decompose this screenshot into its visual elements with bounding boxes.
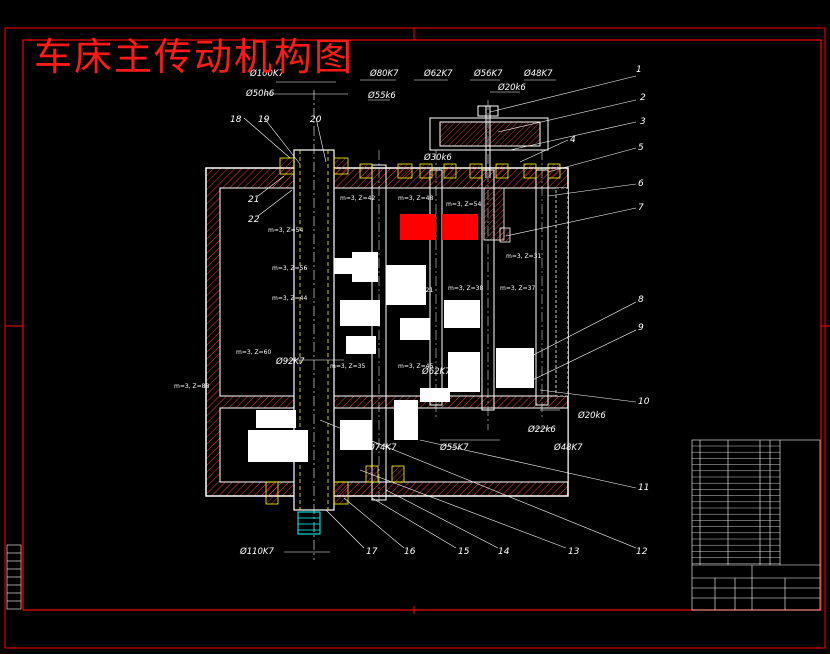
part-number: 17 (366, 547, 378, 557)
gear-label: m=3, Z=54 (268, 227, 303, 234)
gear-label: m=3, Z=42 (340, 195, 375, 202)
dim-d48k7: Ø48K7 (523, 68, 553, 79)
dim-d110k7: Ø110K7 (239, 546, 274, 557)
part-number: 3 (640, 117, 646, 127)
gear-labels: m=3, Z=42 m=3, Z=48 m=3, Z=54 m=3, Z=54 … (174, 195, 541, 390)
dim-d30k6: Ø30k6 (423, 152, 452, 163)
dim-d48k7-low: Ø48K7 (553, 442, 583, 453)
gear-label: m=3, Z=60 (236, 349, 271, 356)
part-number: 13 (568, 547, 580, 557)
left-edge-table (6, 544, 22, 610)
part-number: 18 (230, 115, 242, 125)
part-number: 7 (638, 203, 644, 213)
dim-d20k6-right: Ø20k6 (577, 410, 606, 421)
gear-label: m=3, Z=35 (330, 363, 365, 370)
gear-label: m=3, Z=88 (174, 383, 209, 390)
gear-label: m=3, Z=44 (272, 295, 307, 302)
gear-label: m=3, Z=56 (272, 265, 307, 272)
part-number: 12 (636, 547, 648, 557)
drawing-title: 车床主传动机构图 (34, 35, 355, 79)
gear-label: m=3, Z=38 (448, 285, 483, 292)
dim-d62k7-mid: Ø62K7 (421, 366, 451, 377)
part-number: 22 (248, 215, 260, 225)
dimension-lines (264, 79, 560, 553)
inner-border (22, 39, 822, 611)
part-number: 10 (638, 397, 650, 407)
part-number: 2 (640, 93, 646, 103)
dimension-labels: Ø100K7 Ø50h6 Ø80K7 Ø55k6 Ø62K7 Ø56K7 Ø48… (239, 68, 606, 557)
dim-d55k7: Ø55K7 (439, 442, 469, 453)
part-number: 4 (570, 135, 576, 145)
part-number: 16 (404, 547, 416, 557)
dim-d20k6-top: Ø20k6 (497, 82, 526, 93)
dim-d22k6: Ø22k6 (527, 424, 556, 435)
part-number: 20 (310, 115, 322, 125)
gear-blocks (248, 252, 534, 462)
spindle-shaft (293, 90, 335, 560)
gear-label: m=3, Z=31 (506, 253, 541, 260)
bearings-top (279, 157, 561, 243)
dim-d92k7: Ø92K7 (275, 356, 305, 367)
gear-label: m=3, Z=37 (500, 285, 535, 292)
gear-label: m=3, Z=45 (398, 363, 433, 370)
part-number: 8 (638, 295, 644, 305)
dim-d62k7: Ø62K7 (423, 68, 453, 79)
dim-d74k7: Ø74K7 (367, 442, 397, 453)
part-number: 21 (248, 195, 259, 205)
highlighted-gears (400, 214, 478, 240)
dim-d100k7: Ø100K7 (249, 68, 284, 79)
dim-d56k7: Ø56K7 (473, 68, 503, 79)
intermediate-shafts (371, 100, 549, 505)
leader-lines (243, 75, 637, 549)
part-number: 9 (638, 323, 644, 333)
part-number: 11 (638, 483, 649, 493)
part-number: 5 (638, 143, 644, 153)
part-number: 1 (636, 65, 642, 75)
part-number: 15 (458, 547, 470, 557)
dim-d80k7: Ø80K7 (369, 68, 399, 79)
dim-d50h6: Ø50h6 (245, 88, 275, 99)
gear-label: m=3, Z=21 (398, 287, 433, 294)
dim-d55k6: Ø55k6 (367, 90, 396, 101)
part-numbers: 1 2 3 4 5 6 7 8 9 10 11 12 13 14 15 16 1… (230, 65, 650, 557)
gear-label: m=3, Z=54 (446, 201, 481, 208)
gear-label: m=3, Z=48 (398, 195, 433, 202)
outer-border (4, 27, 826, 649)
center-marks (5, 28, 830, 614)
title-block (691, 439, 821, 611)
part-number: 19 (258, 115, 270, 125)
part-number: 6 (638, 179, 644, 189)
bearings-bottom (265, 465, 405, 505)
part-number: 14 (498, 547, 510, 557)
pulley-assembly (429, 105, 549, 178)
